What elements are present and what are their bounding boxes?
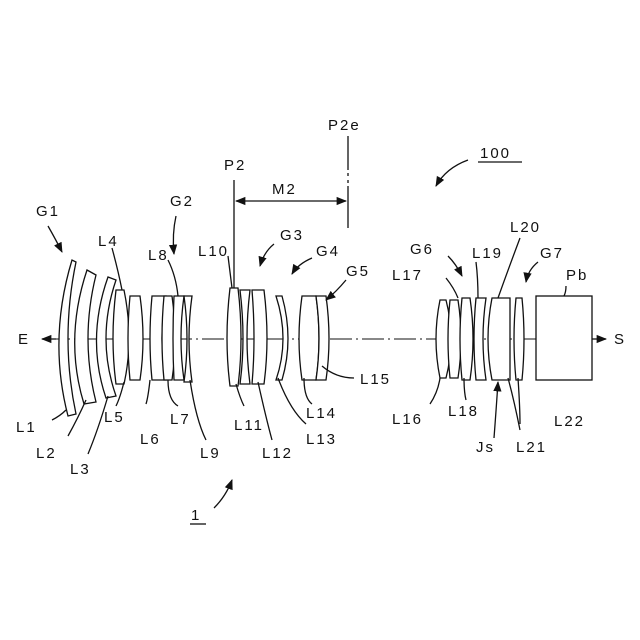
figure-ref-label: 100 [480, 145, 511, 162]
group-label-g2: G2 [170, 193, 194, 210]
lens-label-l15: L15 [360, 371, 391, 388]
lens-label-l5: L5 [104, 409, 125, 426]
lens-label-l12: L12 [262, 445, 293, 462]
end-label-right: S [614, 331, 626, 348]
group-label-g6: G6 [410, 241, 434, 258]
lens-l20 [488, 298, 510, 380]
prism-label: Pb [566, 267, 588, 284]
lens-label-l17: L17 [392, 267, 423, 284]
group-label-g5: G5 [346, 263, 370, 280]
lens-label-l20: L20 [510, 219, 541, 236]
dimension-label-m2: M2 [272, 181, 297, 198]
system-ref-label: 1 [191, 507, 201, 524]
group-label-g3: G3 [280, 227, 304, 244]
position-label-p2: P2 [224, 157, 246, 174]
lens-label-l18: L18 [448, 403, 479, 420]
lens-label-l7: L7 [170, 411, 191, 428]
lens-l10 [227, 288, 241, 386]
lens-l18 [460, 298, 473, 380]
lens-label-l4: L4 [98, 233, 119, 250]
lens-l8 [173, 296, 184, 380]
lens-label-l22: L22 [554, 413, 585, 430]
group-label-g4: G4 [316, 243, 340, 260]
lens-label-l2: L2 [36, 445, 57, 462]
lens-label-l10: L10 [198, 243, 229, 260]
group-label-g1: G1 [36, 203, 60, 220]
lens-l13 [276, 296, 288, 380]
lens-label-l19: L19 [472, 245, 503, 262]
lens-label-l3: L3 [70, 461, 91, 478]
lens-l14 [299, 296, 319, 380]
lens-l5 [128, 296, 143, 380]
prism-block [536, 296, 592, 380]
lens-label-l16: L16 [392, 411, 423, 428]
lens-l21 [514, 298, 524, 380]
lens-label-l8: L8 [148, 247, 169, 264]
end-label-left: E [18, 331, 30, 348]
lens-label-l21: L21 [516, 439, 547, 456]
lens-label-l1: L1 [16, 419, 37, 436]
lens-label-l13: L13 [306, 431, 337, 448]
group-label-g7: G7 [540, 245, 564, 262]
lens-l2 [75, 270, 96, 404]
stop-label: Js [476, 439, 495, 456]
lens-l4 [113, 290, 129, 384]
position-label-p2e: P2e [328, 117, 361, 134]
lens-label-l9: L9 [200, 445, 221, 462]
lens-l1 [59, 260, 76, 416]
lens-l12 [252, 290, 267, 384]
lens-label-l14: L14 [306, 405, 337, 422]
lens-label-l11: L11 [234, 417, 264, 434]
lens-label-l6: L6 [140, 431, 161, 448]
lens-l17 [448, 300, 461, 378]
